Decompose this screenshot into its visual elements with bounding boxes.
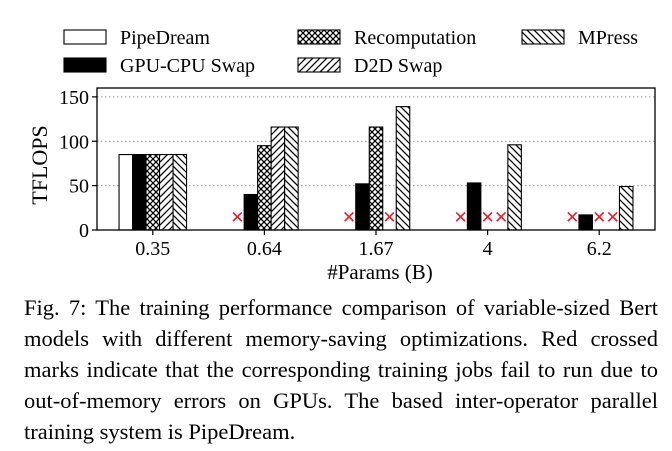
bar-gpu-cpu-swap xyxy=(243,193,259,231)
y-tick-label: 50 xyxy=(69,176,89,198)
oom-marker: ✕ xyxy=(606,208,620,227)
bars xyxy=(118,106,634,231)
legend-label: MPress xyxy=(578,27,638,49)
bar-mpress xyxy=(618,185,634,231)
bar-gpu-cpu-swap xyxy=(578,214,594,231)
legend-label: D2D Swap xyxy=(354,55,442,77)
bar-gpu-cpu-swap xyxy=(466,182,482,231)
axes: 0 50 100 150 0.35 0.64 1.67 4 6.2 xyxy=(59,87,656,260)
oom-marker: ✕ xyxy=(230,208,244,227)
x-tick-label: 6.2 xyxy=(587,238,612,260)
oom-markers: ✕✕✕✕✕✕✕✕✕ xyxy=(230,208,620,227)
bar-d2d-swap xyxy=(270,126,286,231)
bar-mpress xyxy=(284,126,299,231)
bar-gpu-cpu-swap xyxy=(355,183,370,231)
bar-recomputation xyxy=(257,145,272,231)
oom-marker: ✕ xyxy=(342,208,356,227)
legend-swatch xyxy=(63,29,107,45)
y-axis-label: TFLOPS xyxy=(27,125,52,204)
bar-d2d-swap xyxy=(159,154,174,231)
bar-recomputation xyxy=(368,126,384,231)
bar-mpress xyxy=(507,144,522,231)
figure-caption: Fig. 7: The training performance compari… xyxy=(24,295,658,444)
bar-gpu-cpu-swap xyxy=(132,154,147,231)
bar-recomputation xyxy=(145,154,161,231)
legend-label: PipeDream xyxy=(120,27,210,49)
x-tick-label: 0.35 xyxy=(135,238,170,260)
oom-marker: ✕ xyxy=(480,208,494,227)
oom-marker: ✕ xyxy=(453,208,467,227)
x-axis-label: #Params (B) xyxy=(327,260,433,284)
oom-marker: ✕ xyxy=(382,208,396,227)
oom-marker: ✕ xyxy=(565,208,579,227)
legend-swatch xyxy=(63,57,107,73)
bar-mpress xyxy=(172,154,188,231)
bar-pipedream xyxy=(118,154,134,231)
oom-marker: ✕ xyxy=(494,208,508,227)
x-tick-label: 4 xyxy=(483,238,493,260)
legend-swatch xyxy=(297,29,341,45)
legend-label: GPU-CPU Swap xyxy=(120,55,255,77)
y-tick-label: 150 xyxy=(59,87,89,109)
bar-mpress xyxy=(395,106,411,231)
x-tick-label: 1.67 xyxy=(359,238,394,260)
y-tick-label: 100 xyxy=(59,131,89,153)
legend-label: Recomputation xyxy=(354,27,476,49)
oom-marker: ✕ xyxy=(592,208,606,227)
legend-swatch xyxy=(521,29,565,45)
legend-swatch xyxy=(297,57,341,73)
x-tick-label: 0.64 xyxy=(247,238,282,260)
y-tick-label: 0 xyxy=(79,220,89,242)
grid-lines xyxy=(97,96,655,187)
